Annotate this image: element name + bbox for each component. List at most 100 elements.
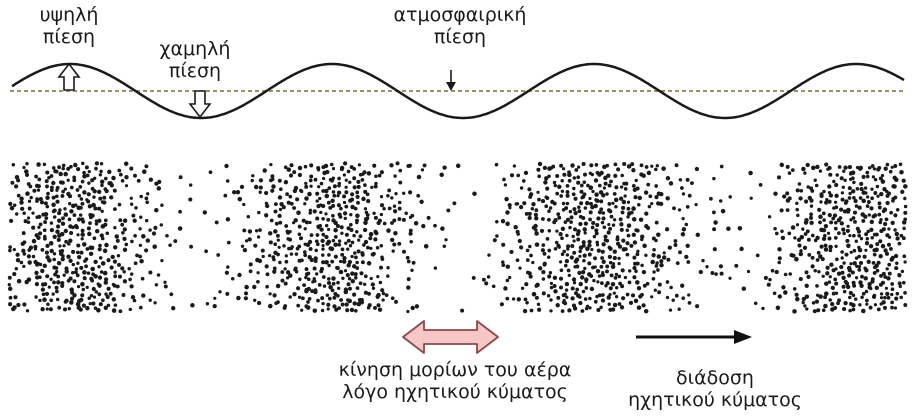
air-molecule-dot [21,248,26,253]
air-molecule-dot [876,167,881,172]
air-molecule-dot [258,185,263,190]
air-molecule-dot [248,262,253,267]
air-molecule-dot [319,227,324,232]
air-molecule-dot [154,283,159,287]
air-molecule-dot [352,167,357,171]
air-molecule-dot [110,254,115,260]
air-molecule-dot [118,218,123,223]
air-molecule-dot [555,229,559,233]
air-molecule-dot [890,220,895,226]
air-molecule-dot [353,251,357,255]
air-molecule-dot [79,297,84,303]
air-molecule-dot [122,270,126,274]
air-molecule-dot [617,244,623,249]
air-molecule-dot [779,208,784,213]
air-molecule-dot [890,165,894,169]
air-molecule-dot [726,226,731,231]
air-molecule-dot [47,176,51,180]
air-molecule-dot [344,241,348,245]
air-molecule-dot [811,165,816,171]
air-molecule-dot [133,233,137,238]
air-molecule-dot [557,215,562,220]
air-molecule-dot [586,183,590,188]
air-molecule-dot [574,168,579,172]
air-molecule-dot [508,206,512,210]
air-molecule-dot [810,255,815,260]
air-molecule-dot [900,189,905,194]
air-molecule-dot [145,200,150,205]
air-molecule-dot [547,217,551,222]
air-molecule-dot [864,191,868,195]
air-molecule-dot [22,302,27,307]
air-molecule-dot [309,174,314,179]
air-molecule-dot [336,280,340,285]
air-molecule-dot [235,189,241,195]
air-molecule-dot [829,262,834,267]
air-molecule-dot [324,223,329,228]
air-molecule-dot [642,243,647,249]
air-molecule-dot [574,257,580,262]
air-molecule-dot [541,277,546,281]
air-molecule-dot [629,243,634,248]
air-molecule-dot [329,246,335,252]
air-molecule-dot [370,185,374,190]
air-molecule-dot [613,275,618,280]
air-molecule-dot [886,295,891,300]
air-molecule-dot [890,300,894,305]
air-molecule-dot [109,195,114,200]
air-molecule-dot [583,266,587,271]
air-molecule-dot [895,236,900,241]
air-molecule-dot [331,203,336,208]
air-molecule-dot [545,196,550,201]
air-molecule-dot [576,165,581,169]
air-molecule-dot [379,212,384,217]
air-molecule-dot [60,221,66,226]
air-molecule-dot [16,302,21,308]
air-molecule-dot [440,226,445,231]
air-molecule-dot [809,204,814,208]
air-molecule-dot [460,308,465,313]
air-molecule-dot [202,210,207,215]
air-molecule-dot [877,205,882,210]
air-molecule-dot [852,261,857,266]
air-molecule-dot [331,166,336,171]
air-molecule-dot [720,208,726,214]
air-molecule-dot [321,216,325,221]
air-molecule-dot [52,257,56,262]
air-molecule-dot [828,248,833,253]
air-molecule-dot [93,306,98,310]
air-molecule-dot [876,307,881,312]
air-molecule-dot [677,307,681,311]
air-molecule-dot [63,300,68,304]
air-molecule-dot [398,180,403,185]
air-molecule-dot [803,232,808,236]
air-molecule-dot [634,178,638,183]
air-molecule-dot [823,247,829,252]
air-molecule-dot [85,305,90,311]
air-molecule-dot [321,176,326,181]
air-molecule-dot [620,173,624,178]
air-molecule-dot [344,204,349,209]
air-molecule-dot [537,197,541,202]
air-molecule-dot [570,286,575,291]
air-molecule-dot [823,243,828,248]
air-molecule-dot [340,302,345,307]
air-molecule-dot [844,252,849,257]
air-molecule-dot [673,243,678,247]
air-molecule-dot [76,261,80,265]
air-molecule-dot [268,240,273,245]
air-molecule-dot [659,259,664,264]
air-molecule-dot [709,196,713,201]
air-molecule-dot [139,215,143,219]
air-molecule-dot [625,241,630,246]
air-molecule-dot [347,298,352,304]
air-molecule-dot [78,185,83,189]
air-molecule-dot [612,249,617,254]
air-molecule-dot [152,244,157,249]
air-molecule-dot [113,270,117,274]
air-molecule-dot [893,306,898,310]
air-molecule-dot [344,302,349,307]
air-molecule-dot [567,273,571,278]
air-molecule-dot [783,290,788,295]
air-molecule-dot [69,230,74,236]
